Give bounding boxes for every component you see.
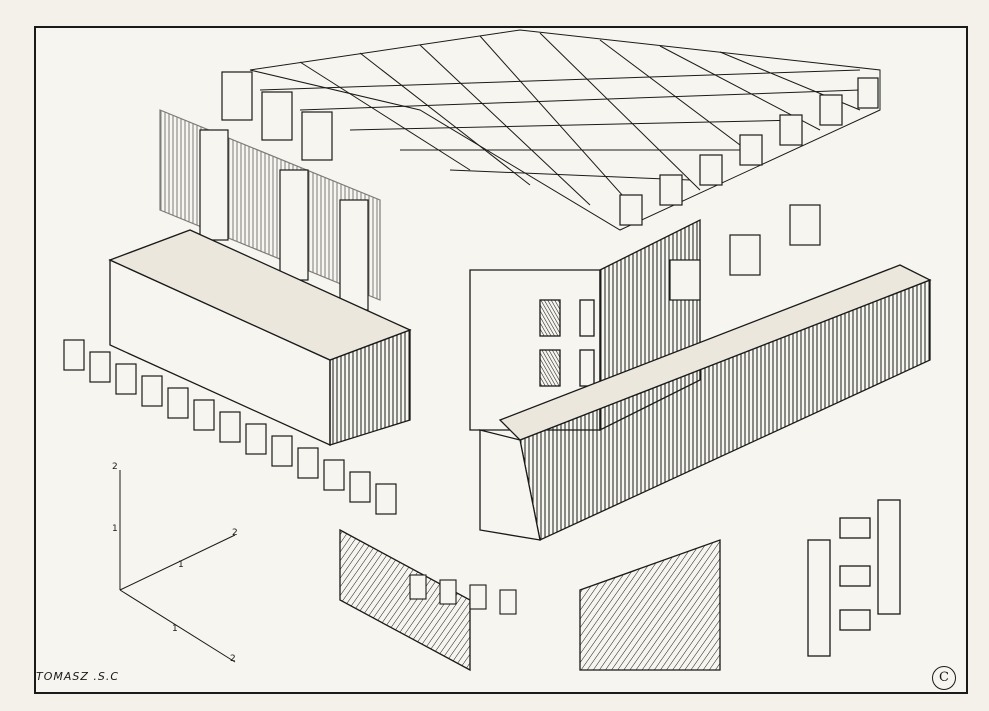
- publisher-monogram: C: [932, 666, 956, 690]
- scale-tick-right-2: 2: [232, 528, 238, 538]
- scale-tick-vertical-1: 1: [112, 524, 118, 534]
- scale-axes: [119, 470, 236, 663]
- joinery-detail-pieces: [807, 499, 901, 657]
- foundation-base: [339, 528, 721, 672]
- scale-tick-vertical-2: 2: [112, 462, 118, 472]
- scale-tick-left-2: 2: [230, 654, 236, 664]
- beam-ends-right-row: [409, 574, 517, 615]
- engraver-credit: TOMASZ .S.C: [36, 670, 120, 683]
- left-upper-wing: [159, 109, 381, 311]
- right-long-wall: [479, 264, 932, 541]
- parapet-crenellation-left: [221, 71, 333, 161]
- right-wing-openings: [669, 204, 821, 301]
- scale-tick-left-1: 1: [172, 624, 178, 634]
- parapet-crenellation-right: [619, 77, 879, 226]
- beam-ends-left-row: [63, 339, 397, 515]
- left-terrace-wall: [108, 229, 412, 447]
- scale-tick-right-1: 1: [178, 560, 184, 570]
